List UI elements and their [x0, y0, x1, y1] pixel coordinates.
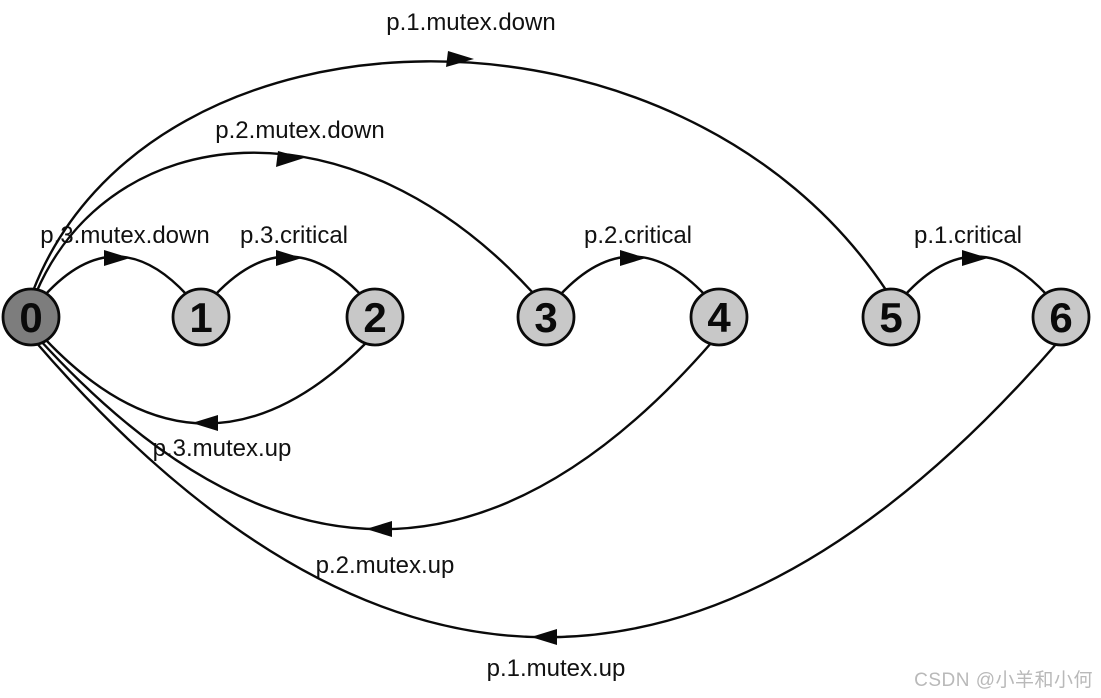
arrowhead-p3-mutex-down-icon	[104, 250, 130, 266]
edge-label-p1-critical: p.1.critical	[914, 222, 1022, 249]
edge-p1-critical	[904, 255, 1048, 296]
node-0: 0	[1, 287, 61, 347]
node-3: 3	[516, 287, 576, 347]
arrowhead-p1-critical-icon	[962, 250, 988, 266]
node-5: 5	[861, 287, 921, 347]
node-4: 4	[689, 287, 749, 347]
edge-label-p3-critical: p.3.critical	[240, 222, 348, 249]
edge-p2-mutex-down	[34, 151, 535, 295]
node-6: 6	[1031, 287, 1091, 347]
node-2: 2	[345, 287, 405, 347]
node-3-label: 3	[534, 294, 557, 341]
arrowhead-p1-mutex-up-icon	[531, 629, 557, 645]
node-2-label: 2	[363, 294, 386, 341]
edge-p3-mutex-up	[44, 338, 369, 425]
watermark: CSDN @小羊和小何	[914, 670, 1093, 691]
arrowhead-p1-mutex-down-icon	[446, 51, 474, 67]
node-4-circle	[689, 287, 749, 347]
edge-label-p3-mutex-up: p.3.mutex.up	[153, 435, 292, 462]
edge-layer: p.3.mutex.down p.3.critical p.2.critical…	[31, 9, 1058, 682]
node-4-label: 4	[707, 294, 731, 341]
arrowhead-p3-critical-icon	[276, 250, 302, 266]
node-layer: 0 1 2 3 4 5 6	[1, 287, 1091, 347]
edge-label-p2-mutex-up: p.2.mutex.up	[316, 552, 455, 579]
node-2-circle	[345, 287, 405, 347]
arrowhead-p2-mutex-up-icon	[366, 521, 392, 537]
node-1-label: 1	[189, 294, 212, 341]
edge-p1-mutex-down	[31, 60, 887, 292]
node-5-label: 5	[879, 294, 902, 341]
edge-label-p3-mutex-down: p.3.mutex.down	[40, 222, 209, 249]
node-1: 1	[171, 287, 231, 347]
edge-p1-mutex-up	[33, 339, 1058, 639]
node-0-label: 0	[19, 294, 42, 341]
arrowhead-p3-mutex-up-icon	[192, 415, 218, 431]
edge-label-p2-critical: p.2.critical	[584, 222, 692, 249]
node-6-label: 6	[1049, 294, 1072, 341]
node-3-circle	[516, 287, 576, 347]
edge-label-p1-mutex-down: p.1.mutex.down	[386, 9, 555, 36]
arrowhead-p2-mutex-down-icon	[276, 151, 304, 167]
edge-label-p1-mutex-up: p.1.mutex.up	[487, 655, 626, 682]
edge-p2-critical	[559, 255, 706, 296]
node-5-circle	[861, 287, 921, 347]
edge-label-p2-mutex-down: p.2.mutex.down	[215, 117, 384, 144]
arrowhead-p2-critical-icon	[620, 250, 646, 266]
node-0-circle	[1, 287, 61, 347]
node-1-circle	[171, 287, 231, 347]
edge-p2-mutex-up	[38, 338, 713, 531]
node-6-circle	[1031, 287, 1091, 347]
